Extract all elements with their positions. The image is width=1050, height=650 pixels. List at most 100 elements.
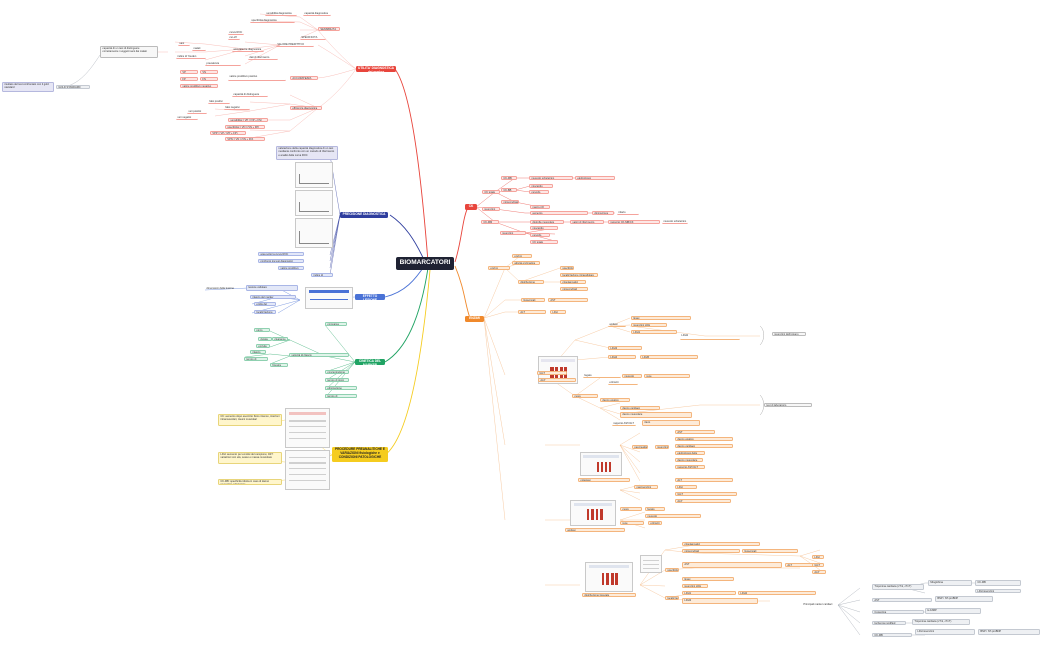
ck-node[interactable]: valori di riferimento <box>570 220 604 224</box>
enzimi-node[interactable]: danno muscolare <box>620 412 692 418</box>
enzimi-node[interactable]: ALT <box>518 310 546 314</box>
ck-node[interactable]: infarto miocardico <box>617 211 639 215</box>
enzimi-node[interactable]: lipasi <box>682 577 734 581</box>
ck-node[interactable]: rapporto CK-MB/CK <box>608 220 660 224</box>
effetto-note[interactable]: dimensioni della lesione <box>206 287 234 291</box>
precisione-node[interactable]: valore predittivo <box>278 266 304 270</box>
enzimi-node[interactable]: lipasi <box>631 316 691 320</box>
cinetica-node[interactable]: finestra diagnostica <box>270 363 288 367</box>
far-right-title[interactable]: Principali marker cardiaci <box>803 603 833 607</box>
enzimi-node[interactable]: citoplasmatici <box>682 542 760 546</box>
utilita-far-label[interactable]: GOLD STANDARD <box>56 85 90 89</box>
utilita-node[interactable]: capacità di distinguere <box>232 93 268 97</box>
ck-node[interactable]: cervello <box>530 233 550 237</box>
utilita-far-note[interactable]: risultato del test confrontato con il go… <box>2 82 54 92</box>
enzimi-node[interactable]: cuore <box>572 394 598 398</box>
ck-node[interactable]: isoenzimi <box>500 231 526 235</box>
enzimi-node[interactable]: macroenzimi <box>634 485 658 489</box>
enzimi-node[interactable]: lisosomiali <box>521 298 545 302</box>
ck-node[interactable]: miocardio <box>529 184 553 188</box>
ck-node[interactable]: CK-BB <box>501 188 517 192</box>
enzimi-node[interactable]: localizzazione intracellulare <box>665 596 679 600</box>
enzimi-node[interactable]: fegato <box>645 507 665 511</box>
enzimi-node[interactable]: LDH2 <box>738 591 816 595</box>
enzimi-node[interactable]: LDH4 <box>608 355 636 359</box>
branch-ck[interactable]: CK <box>465 204 477 210</box>
ck-node[interactable]: elettroforesi <box>575 176 615 180</box>
utilita-node[interactable]: FP <box>180 77 198 81</box>
enzimi-node[interactable]: attività enzimatica <box>512 261 540 265</box>
utilita-node[interactable]: accuratezza diagnostica <box>232 48 264 52</box>
enzimi-node[interactable]: cuore <box>620 507 642 511</box>
enzimi-node[interactable]: amilasi <box>608 323 626 327</box>
enzimi-node[interactable]: GGT <box>537 371 567 375</box>
preanalitica-note[interactable]: LDH: aumento per emolisi del campione; A… <box>218 452 282 464</box>
enzimi-node[interactable]: danno muscolare <box>675 458 703 462</box>
effetto-node[interactable]: entità del danno <box>254 302 276 306</box>
utilita-node[interactable]: ACCURATEZZA <box>290 76 318 80</box>
utilita-node[interactable]: capacità diagnostica <box>303 12 331 16</box>
enzimi-node[interactable]: LDH1 <box>682 591 736 595</box>
enzimi-node[interactable]: danno epatico <box>675 437 733 441</box>
enzimi-node[interactable]: muscolo <box>645 514 701 518</box>
enzimi-node[interactable]: rapporto AST/ALT <box>675 465 705 469</box>
enzimi-node[interactable]: LDH5 <box>640 355 698 359</box>
enzimi-node[interactable]: citoplasmatici <box>560 280 586 284</box>
utilita-node[interactable]: indice di Youden <box>176 55 206 59</box>
enzimi-node[interactable]: ALP <box>812 570 826 574</box>
enzimi-node[interactable]: ittero <box>642 420 700 426</box>
effetto-node[interactable]: lesione cellulare <box>246 285 298 291</box>
utilita-node[interactable]: VALORE PREDITTIVO <box>276 43 314 47</box>
enzimi-node[interactable]: fegato <box>583 374 621 378</box>
enzimi-node[interactable]: ALP <box>538 378 576 382</box>
far-right-item[interactable]: Mioglobina <box>928 580 972 586</box>
utilita-node[interactable]: cut-off <box>228 36 240 40</box>
enzimi-node[interactable]: LDH <box>812 555 824 559</box>
preanalitica-note[interactable]: CK: aumento dopo esercizio fisico intens… <box>218 414 282 426</box>
utilita-node[interactable]: valore predittivo negativo <box>180 84 218 88</box>
enzimi-node[interactable]: danno epatico <box>600 398 630 402</box>
enzimi-node[interactable]: AST <box>675 430 715 434</box>
far-right-item[interactable]: Copeptina <box>872 610 924 614</box>
enzimi-node[interactable]: pancreatite <box>632 445 648 449</box>
effetto-node[interactable]: rilascio del marker <box>250 295 296 299</box>
utilita-node[interactable]: VP <box>180 70 198 74</box>
cinetica-node[interactable]: velocità di rilascio <box>289 353 349 357</box>
ck-node[interactable]: aumento <box>530 211 588 215</box>
enzimi-right-note[interactable]: isoenzimi dell'organo <box>772 332 806 336</box>
cinetica-node[interactable]: tempo di comparsa <box>244 357 268 361</box>
enzimi-right-note[interactable]: test di laboratorio <box>764 403 812 407</box>
ck-node[interactable]: muscolo scheletrico <box>529 176 573 180</box>
enzimi-node[interactable]: rapporto AST/ALT <box>612 422 636 426</box>
utilita-node[interactable]: valore predittivo positivo <box>228 75 286 81</box>
far-right-item[interactable]: Ischemia modified albumin <box>872 621 906 625</box>
far-right-item[interactable]: LDH isoenzimi <box>975 589 1021 593</box>
branch-precisione[interactable]: PRECISIONE DIAGNOSTICA <box>340 212 388 218</box>
ck-node[interactable]: isoenzimi <box>482 207 500 211</box>
enzimi-node[interactable]: AST <box>548 298 588 302</box>
cinetica-node[interactable]: clearance <box>272 337 288 341</box>
enzimi-node[interactable]: isoenzimi LDH <box>682 584 708 588</box>
utilita-node[interactable]: veri positivi <box>187 110 207 114</box>
enzimi-node[interactable]: muscolo <box>622 374 642 378</box>
utilita-node[interactable]: malati <box>192 47 206 51</box>
enzimi-node[interactable]: lisosomiali <box>742 549 798 553</box>
cinetica-node[interactable]: emivita <box>256 344 270 348</box>
utilita-node[interactable]: sensibilità diagnostica <box>265 12 297 16</box>
cinetica-node[interactable]: rilascio <box>250 350 266 354</box>
utilita-node[interactable]: SENSIBILITÀ <box>318 27 340 31</box>
enzimi-node[interactable]: AST <box>682 562 782 568</box>
enzimi-node[interactable]: GGT <box>812 563 824 567</box>
ck-node[interactable]: diminuzione <box>592 211 614 215</box>
enzimi-node[interactable]: danno cardiaco <box>620 406 660 410</box>
ck-node[interactable]: muscolo scheletrico <box>662 220 688 224</box>
ck-node[interactable]: CK totale <box>530 240 558 244</box>
utilita-node[interactable]: specificità diagnostica <box>250 19 295 23</box>
branch-effetto[interactable]: EFFETTO LESIONE <box>355 294 385 300</box>
cinetica-node[interactable]: concentrazione <box>325 370 349 374</box>
utilita-node[interactable]: curva ROC <box>228 31 244 35</box>
utilita-node[interactable]: FN <box>200 77 218 81</box>
branch-cinetica[interactable]: CINETICA DEL MARKER <box>355 359 385 365</box>
enzimi-node[interactable]: mitocondriali <box>682 549 740 553</box>
enzimi-node[interactable]: LDH <box>550 310 566 314</box>
